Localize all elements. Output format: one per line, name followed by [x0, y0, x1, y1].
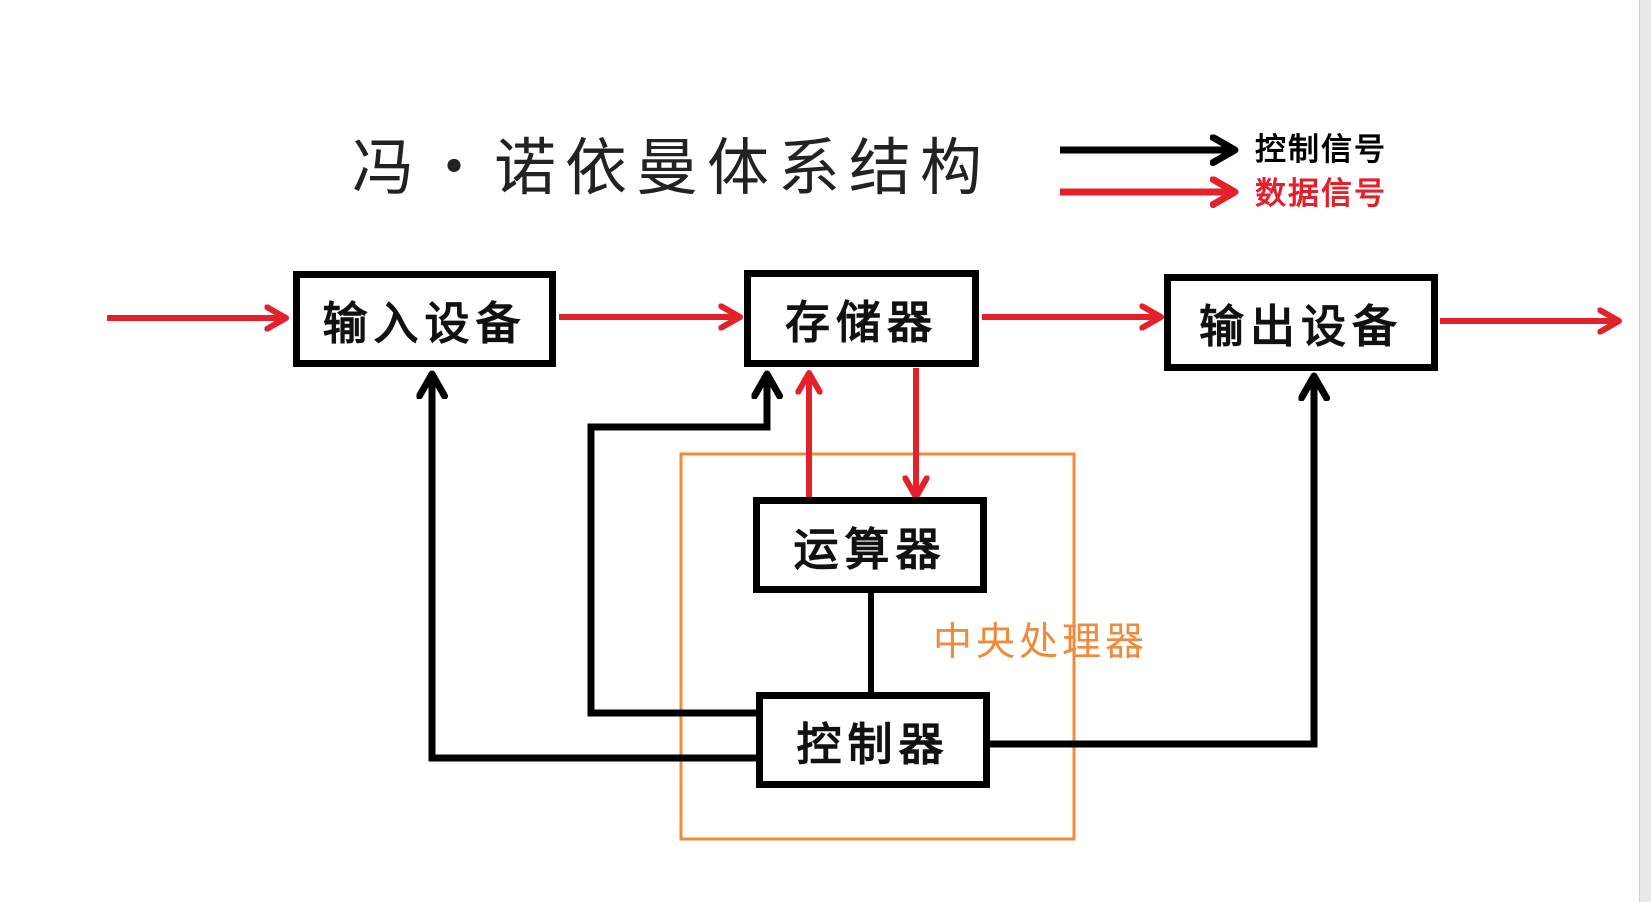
- alu-label: 运算器: [793, 522, 947, 576]
- memory-box: 存储器: [744, 270, 979, 367]
- legend-control-label: 控制信号: [1255, 132, 1387, 168]
- control-arrow-to-output: [987, 376, 1314, 748]
- control-arrow-to-input: [432, 374, 759, 762]
- diagram-title: 冯・诺依曼体系结构: [352, 131, 992, 204]
- cpu-frame: [679, 452, 1076, 841]
- input-device-box: 输入设备: [293, 271, 556, 367]
- controller-box: 控制器: [756, 692, 990, 788]
- memory-label: 存储器: [784, 296, 938, 349]
- legend-data-label: 数据信号: [1255, 176, 1387, 212]
- cpu-label: 中央处理器: [933, 620, 1149, 665]
- output-device-box: 输出设备: [1164, 274, 1438, 371]
- control-arrow-to-memory: [587, 374, 767, 717]
- right-edge-strip: [1639, 0, 1651, 902]
- controller-label: 控制器: [796, 717, 950, 771]
- alu-box: 运算器: [753, 497, 987, 593]
- output-device-label: 输出设备: [1198, 300, 1403, 353]
- input-device-label: 输入设备: [322, 296, 527, 350]
